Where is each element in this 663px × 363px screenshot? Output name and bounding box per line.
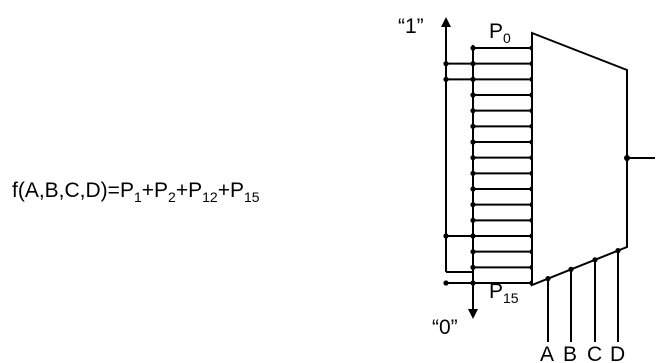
- equation-term-4-letter: P: [230, 179, 244, 202]
- equation-term-3-sub: 12: [202, 189, 218, 205]
- mux-output-dot: [624, 155, 630, 161]
- one-label: “1”: [398, 15, 424, 38]
- select-label-a: A: [540, 343, 554, 363]
- equation-term-1-sub: 1: [134, 189, 142, 205]
- select-label-b: B: [563, 343, 577, 363]
- p15-sub: 15: [503, 290, 519, 306]
- equation-lhs: f(A,B,C,D)=: [12, 179, 120, 202]
- mux-input-lines: [446, 45, 535, 286]
- select-label-d: D: [610, 343, 625, 363]
- equation-plus-1: +: [142, 179, 154, 202]
- select-dot-d: [615, 248, 621, 254]
- equation-term-1-letter: P: [120, 179, 134, 202]
- equation-term-2-sub: 2: [168, 189, 176, 205]
- zero-label: “0”: [432, 316, 458, 339]
- equation-term-4-sub: 15: [244, 189, 260, 205]
- select-dot-a: [545, 276, 551, 282]
- select-dot-b: [568, 266, 574, 272]
- equation-term-2-letter: P: [154, 179, 168, 202]
- one-rail-connections: [443, 45, 476, 286]
- select-label-c: C: [587, 343, 602, 363]
- p0-label: P0: [489, 20, 511, 46]
- equation-plus-3: +: [218, 179, 230, 202]
- p0-letter: P: [489, 20, 503, 43]
- equation-plus-2: +: [176, 179, 188, 202]
- select-dot-c: [592, 257, 598, 263]
- p15-label: P15: [489, 280, 519, 306]
- p0-sub: 0: [503, 30, 511, 46]
- mux-body: [531, 31, 628, 287]
- p15-letter: P: [489, 280, 503, 303]
- equation: f(A,B,C,D)=P1+P2+P12+P15: [12, 179, 260, 205]
- equation-term-3-letter: P: [188, 179, 202, 202]
